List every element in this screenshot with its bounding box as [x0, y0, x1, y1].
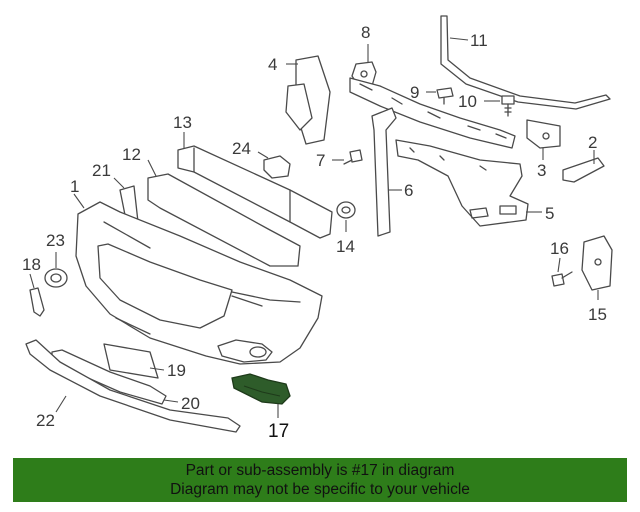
callout-19: 19 [167, 361, 186, 380]
callout-13: 13 [173, 113, 192, 132]
leader-11 [449, 37, 469, 41]
callout-22: 22 [36, 411, 55, 430]
callout-16: 16 [550, 239, 569, 258]
leader-21 [113, 177, 125, 189]
part-17-detail [243, 385, 281, 397]
part-7-bolt[interactable] [343, 149, 363, 165]
part-11-upper-strip[interactable] [440, 15, 611, 110]
leader-24 [257, 151, 269, 159]
part-14-grommet[interactable] [336, 201, 356, 219]
leader-22 [55, 395, 67, 413]
callout-15: 15 [588, 305, 607, 324]
callout-8: 8 [361, 23, 370, 42]
callout-7: 7 [316, 151, 325, 170]
part-16-bolt[interactable] [551, 271, 573, 287]
footer-banner: Part or sub-assembly is #17 in diagram D… [13, 458, 627, 502]
leader-19 [149, 367, 165, 371]
part-4-side-bracket[interactable] [285, 55, 331, 145]
part-12-absorber[interactable] [147, 173, 301, 267]
callout-3: 3 [537, 161, 546, 180]
part-6-vertical-bracket[interactable] [371, 107, 397, 237]
part-15-mount[interactable] [581, 235, 613, 291]
callout-18: 18 [22, 255, 41, 274]
callout-11: 11 [470, 31, 488, 50]
callout-5: 5 [545, 204, 554, 223]
callout-9: 9 [410, 83, 419, 102]
leader-18 [29, 273, 35, 289]
callout-4: 4 [268, 55, 277, 74]
callout-23: 23 [46, 231, 65, 250]
part-19-plate-bracket[interactable] [103, 343, 159, 379]
leader-16 [557, 257, 561, 273]
callout-10: 10 [458, 92, 477, 111]
callout-24: 24 [232, 139, 251, 158]
footer-line-1: Part or sub-assembly is #17 in diagram [185, 462, 455, 479]
part-5-retainer[interactable] [395, 139, 529, 227]
callout-21: 21 [92, 161, 111, 180]
callout-20: 20 [181, 394, 200, 413]
callout-12: 12 [122, 145, 141, 164]
part-17-highlighted[interactable] [231, 373, 291, 405]
part-10-bolt[interactable] [501, 95, 515, 117]
leader-1 [73, 193, 85, 209]
callout-17: 17 [268, 421, 289, 442]
footer-line-2: Diagram may not be specific to your vehi… [170, 481, 470, 498]
callout-2: 2 [588, 133, 597, 152]
part-24-sensor[interactable] [263, 155, 291, 179]
upper-retainer[interactable] [349, 77, 516, 149]
callout-1: 1 [70, 177, 79, 196]
callout-14: 14 [336, 237, 355, 256]
leader-12 [147, 159, 157, 177]
part-23-sensor[interactable] [44, 268, 68, 288]
part-13-impact-bar[interactable] [177, 145, 333, 239]
part-18-reflector[interactable] [29, 287, 45, 317]
part-3-bracket[interactable] [526, 119, 561, 149]
part-9-clip[interactable] [436, 87, 454, 105]
part-2-support[interactable] [562, 157, 605, 183]
part-17-shape [231, 373, 291, 405]
part-22-spoiler[interactable] [25, 339, 241, 433]
part-1-bumper-cover[interactable] [75, 201, 323, 365]
leader-20 [163, 399, 179, 403]
callout-6: 6 [404, 181, 413, 200]
